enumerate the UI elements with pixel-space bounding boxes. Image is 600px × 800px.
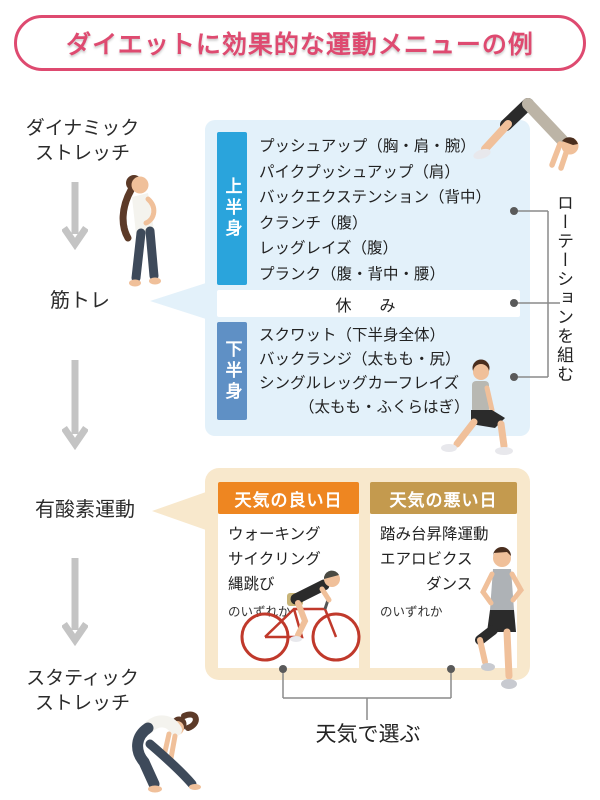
lunge-illustration: [441, 359, 513, 455]
upper-body-exercise-list: プッシュアップ（胸・肩・腕） パイクプッシュアップ（肩） バックエクステンション…: [247, 132, 491, 285]
exercise-item: レッグレイズ（腹）: [259, 240, 399, 257]
connector-dot: [510, 299, 518, 307]
bad-weather-column: 天気の悪い日 踏み台昇降運動 エアロビクス ダンス のいずれか: [370, 482, 517, 668]
exercise-item: サイクリング: [228, 551, 321, 568]
lower-body-section: 下半身 スクワット（下半身全体） バックランジ（太もも・尻） シングルレッグカー…: [217, 322, 520, 420]
weather-caption: 天気で選ぶ: [315, 723, 421, 746]
exercise-item: 縄跳び: [228, 576, 275, 593]
exercise-item: シングルレッグカーフレイズ: [259, 375, 460, 392]
bad-weather-exercise-list: 踏み台昇降運動 エアロビクス ダンス のいずれか: [370, 514, 517, 668]
page-title-pill: ダイエットに効果的な運動メニューの例: [14, 15, 586, 71]
connector-dot: [510, 373, 518, 381]
down-arrow-icon: [62, 182, 88, 250]
exercise-item: プランク（腹・背中・腰）: [259, 265, 446, 283]
exercise-item: バックランジ（太もも・尻）: [259, 351, 461, 368]
lower-body-label: 下半身: [217, 322, 247, 420]
connector-dot: [510, 207, 518, 215]
flow-step-dynamic-stretch-label: ダイナミック ストレッチ: [25, 118, 140, 164]
upper-body-label: 上半身: [217, 132, 247, 285]
flow-step-aerobic-label: 有酸素運動: [35, 499, 135, 521]
good-weather-header: 天気の良い日: [218, 482, 359, 514]
exercise-item: プッシュアップ（胸・肩・腕）: [259, 138, 476, 155]
flow-step-static-stretch-label: スタティック ストレッチ: [26, 668, 139, 714]
rest-row: 休 み: [217, 290, 520, 317]
exercise-item: 踏み台昇降運動: [380, 526, 489, 543]
weather-connector: [279, 665, 455, 720]
down-arrow-icon: [62, 558, 88, 646]
connector-dot: [279, 665, 287, 673]
callout-tail-strength: [150, 283, 206, 319]
exercise-item: クランチ（腹）: [259, 214, 368, 232]
forward-bend-illustration: [132, 711, 201, 793]
aerobic-menu-box: 天気の良い日 ウォーキング サイクリング 縄跳び のいずれか 天気の悪い日 踏み…: [205, 468, 530, 680]
bad-weather-header: 天気の悪い日: [370, 482, 517, 514]
exercise-item: スクワット（下半身全体）: [259, 327, 446, 344]
exercise-item-continuation: （太もも・ふくらはぎ）: [299, 399, 470, 416]
upper-body-section: 上半身 プッシュアップ（胸・肩・腕） パイクプッシュアップ（肩） バックエクステ…: [217, 132, 520, 285]
flow-step-strength-label: 筋トレ: [50, 290, 110, 312]
exercise-item-continuation: ダンス: [426, 576, 473, 593]
down-arrow-icon: [62, 360, 88, 450]
connector-dot: [447, 665, 455, 673]
callout-tail-aerobic: [152, 492, 206, 530]
step-exercise-illustration: [475, 547, 525, 689]
rotation-note-vertical-text: ローテーションを組む: [554, 194, 573, 384]
page-title: ダイエットに効果的な運動メニューの例: [66, 31, 534, 59]
rotation-bracket: [510, 207, 560, 381]
exercise-item: バックエクステンション（背中）: [259, 189, 492, 206]
exercise-item: エアロビクス: [380, 551, 473, 568]
exercise-item: パイクプッシュアップ（肩）: [259, 163, 460, 181]
cyclist-illustration: [240, 570, 361, 662]
exercise-item: ウォーキング: [228, 526, 321, 543]
any-one-note: のいずれか: [380, 605, 443, 619]
lower-body-exercise-list: スクワット（下半身全体） バックランジ（太もも・尻） シングルレッグカーフレイズ…: [247, 322, 470, 420]
dynamic-stretch-illustration: [119, 175, 161, 287]
pike-pushup-illustration: [473, 98, 579, 171]
